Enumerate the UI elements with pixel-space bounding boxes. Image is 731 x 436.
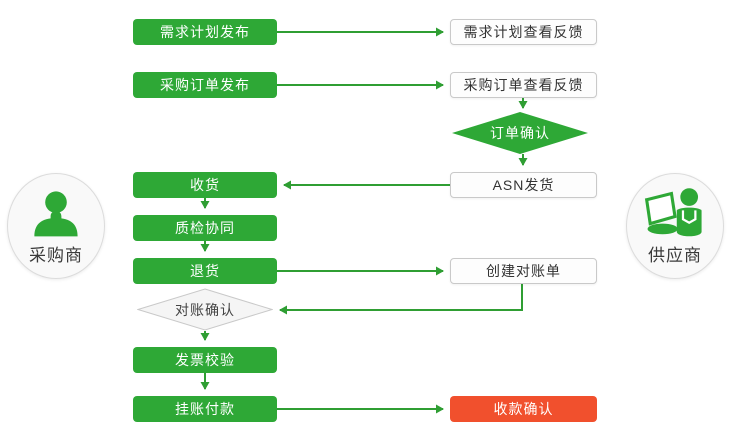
person-laptop-icon [644, 187, 706, 239]
node-receive: 收货 [133, 172, 277, 198]
node-create-statement: 创建对账单 [450, 258, 597, 284]
node-quality-check: 质检协同 [133, 215, 277, 241]
node-statement-confirm-label: 对账确认 [175, 301, 235, 318]
node-statement-confirm-decision: 对账确认 [137, 288, 273, 331]
edge-statement-to-confirm [279, 284, 523, 315]
node-po-feedback: 采购订单查看反馈 [450, 72, 597, 98]
actor-buyer-label: 采购商 [29, 245, 83, 265]
actor-supplier: 供应商 [626, 173, 724, 279]
node-asn-ship: ASN发货 [450, 172, 597, 198]
node-invoice-check: 发票校验 [133, 347, 277, 373]
person-icon [29, 187, 83, 239]
node-order-confirm-decision: 订单确认 [452, 112, 588, 154]
node-demand-plan-publish: 需求计划发布 [133, 19, 277, 45]
node-demand-plan-feedback: 需求计划查看反馈 [450, 19, 597, 45]
actor-buyer: 采购商 [7, 173, 105, 279]
node-payment-on-account: 挂账付款 [133, 396, 277, 422]
node-return-goods: 退货 [133, 258, 277, 284]
node-order-confirm-label: 订单确认 [490, 125, 550, 141]
node-po-publish: 采购订单发布 [133, 72, 277, 98]
node-receipt-confirm: 收款确认 [450, 396, 597, 422]
actor-supplier-label: 供应商 [648, 245, 702, 265]
